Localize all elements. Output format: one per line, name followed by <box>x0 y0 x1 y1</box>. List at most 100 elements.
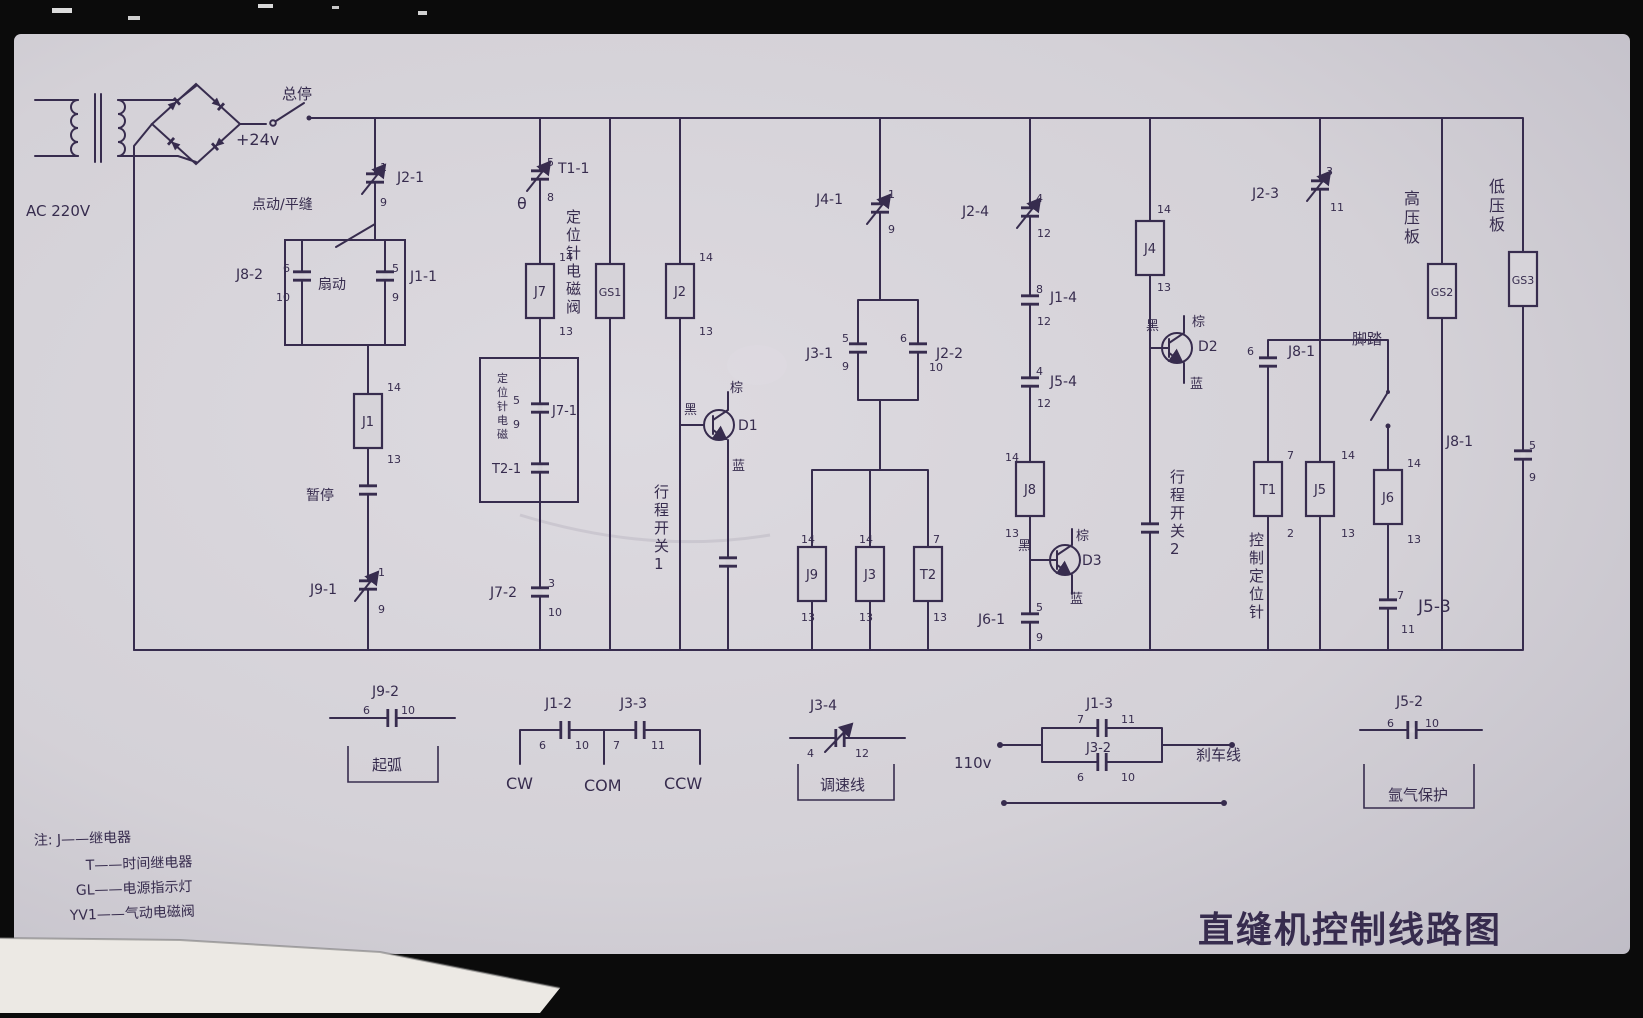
pin-label: 13 <box>801 611 815 624</box>
pin-label: 9 <box>378 603 385 616</box>
coil-j9 <box>796 545 828 603</box>
pin-label: 12 <box>1037 397 1051 410</box>
pin-label: 14 <box>1341 449 1355 462</box>
positioning-valve-label: 定位针电磁阀 <box>566 208 581 316</box>
transistor-d3-label: D3 <box>1082 553 1102 569</box>
pin-label: 6 <box>363 704 370 717</box>
pin-label: 10 <box>276 291 290 304</box>
brake-line-label: 刹车线 <box>1196 746 1241 764</box>
pin-label: 14 <box>1407 457 1421 470</box>
pin-label: 9 <box>392 291 399 304</box>
d3-black-label: 黑 <box>1018 539 1031 554</box>
lamp-gs2 <box>1426 262 1458 320</box>
coil-j3 <box>854 545 886 603</box>
transistor-d3 <box>1049 544 1081 576</box>
pin-label: 9 <box>513 418 520 431</box>
contact-j2-4-label: J2-4 <box>961 204 989 220</box>
pin-label: 14 <box>699 251 713 264</box>
lamp-gs3 <box>1507 250 1539 308</box>
coil-j4 <box>1134 219 1166 277</box>
com-label: COM <box>584 776 622 795</box>
pin-label: 1 <box>378 566 385 579</box>
pin-label: 10 <box>1121 771 1135 784</box>
selector-box <box>284 239 406 346</box>
dc-output-label: +24v <box>236 130 279 149</box>
legend-line: YV1——气动电磁阀 <box>69 904 196 924</box>
positioning-pin-box <box>479 357 579 503</box>
lamp-gs3-label: GS3 <box>1512 274 1535 287</box>
d1-brown-label: 棕 <box>730 381 743 396</box>
coil-j7-label: J7 <box>533 285 546 300</box>
coil-j9-label: J9 <box>805 568 818 583</box>
contact-j9-2-label: J9-2 <box>371 684 399 700</box>
selector-label: 点动/平缝 <box>252 197 313 213</box>
coil-j2-label: J2 <box>673 285 686 300</box>
pin-label: 5 <box>547 156 554 169</box>
v110-label: 110v <box>954 754 992 772</box>
pin-label: 5 <box>1529 439 1536 452</box>
coil-j7 <box>524 262 556 320</box>
pin-label: 14 <box>801 533 815 546</box>
pin-label: 6 <box>1077 771 1084 784</box>
contact-j7-2-label: J7-2 <box>489 585 517 601</box>
terminal-bracket <box>797 764 895 801</box>
pin-label: 4 <box>807 747 814 760</box>
pin-label: 10 <box>548 606 562 619</box>
pin-label: 1 <box>380 161 387 174</box>
pin-label: 9 <box>888 223 895 236</box>
pin-label: 9 <box>1529 471 1536 484</box>
pin-label: 12 <box>855 747 869 760</box>
coil-j8 <box>1014 460 1046 518</box>
pin-label: 3 <box>548 577 555 590</box>
pin-label: 8 <box>547 191 554 204</box>
legend-line: 注: J——继电器 <box>34 830 132 849</box>
pin-label: 11 <box>1401 623 1415 636</box>
coil-j4-label: J4 <box>1143 242 1156 257</box>
pin-label: 11 <box>1121 713 1135 726</box>
pin-label: 13 <box>1157 281 1171 294</box>
pin-label: 4 <box>1036 192 1043 205</box>
transistor-d2-label: D2 <box>1198 339 1218 355</box>
d3-blue-label: 蓝 <box>1070 592 1083 607</box>
d2-black-label: 黑 <box>1146 319 1159 334</box>
film-edge-marks <box>52 4 427 20</box>
contact-j3-3-label: J3-3 <box>619 696 647 712</box>
contact-j8-1-label: J8-1 <box>1287 344 1315 360</box>
coil-j8-label: J8 <box>1023 483 1036 498</box>
transformer-core <box>94 93 102 163</box>
power-source <box>34 82 312 651</box>
pin-label: 9 <box>1036 631 1043 644</box>
coil-j1-label: J1 <box>361 415 374 430</box>
coil-j5 <box>1304 460 1336 518</box>
control-pin-label: 控制定位针 <box>1249 531 1264 621</box>
inner-valve-label: 定位针电磁 <box>497 371 508 441</box>
pin-label: 11 <box>651 739 665 752</box>
pin-label: 7 <box>1287 449 1294 462</box>
pin-label: 7 <box>1077 713 1084 726</box>
pin-label: 13 <box>559 325 573 338</box>
main-title: 直缝机控制线路图 <box>1198 910 1502 951</box>
contact-j3-1-label: J3-1 <box>805 346 833 362</box>
transformer-secondary-coil <box>117 99 126 157</box>
pin-label: 13 <box>1341 527 1355 540</box>
terminal-bracket <box>1363 764 1475 809</box>
coil-j6-label: J6 <box>1381 491 1394 506</box>
pin-label: 6 <box>1387 717 1394 730</box>
cw-label: CW <box>506 774 533 793</box>
legend-line: GL——电源指示灯 <box>76 879 193 899</box>
ccw-label: CCW <box>664 774 702 793</box>
bridge-rectifier <box>150 82 242 166</box>
legend-line: T——时间继电器 <box>85 854 193 874</box>
pin-label: 12 <box>1037 227 1051 240</box>
contact-j5-3-label: J5-3 <box>1417 597 1451 617</box>
pin-label: 13 <box>933 611 947 624</box>
transistors <box>703 332 1193 576</box>
pin-label: 6 <box>900 332 907 345</box>
coil-j2 <box>664 262 696 320</box>
pin-label: 5 <box>513 394 520 407</box>
paper-sheet <box>14 34 1630 954</box>
lamp-gs1-label: GS1 <box>599 286 622 299</box>
speed-line-label: 调速线 <box>820 776 865 794</box>
